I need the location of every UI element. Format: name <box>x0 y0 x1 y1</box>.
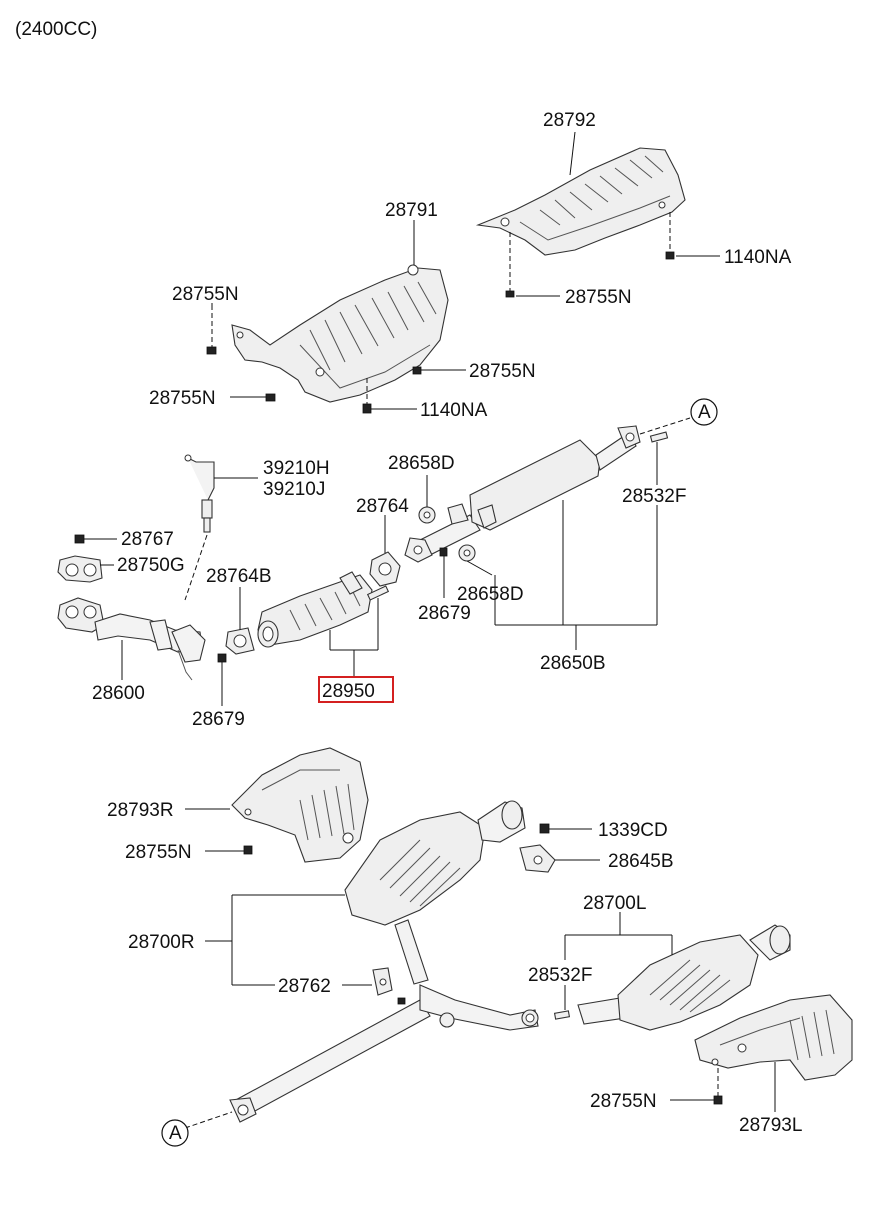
bolt-1339CD <box>539 823 550 834</box>
bolt-1140NA <box>665 251 675 260</box>
label-39210J[interactable]: 39210J <box>263 479 325 500</box>
label-28762[interactable]: 28762 <box>278 976 331 997</box>
label-28679[interactable]: 28679 <box>418 603 471 624</box>
label-28645B[interactable]: 28645B <box>608 851 674 872</box>
label-1140NA[interactable]: 1140NA <box>420 400 488 421</box>
nut-28679 <box>217 653 227 663</box>
rear-muffler-28700L[interactable] <box>577 924 791 1031</box>
engine-note: (2400CC) <box>15 19 98 40</box>
nut-28767 <box>74 534 85 544</box>
label-28792[interactable]: 28792 <box>543 110 596 131</box>
nut-28755N <box>265 393 276 402</box>
rear-pipe-assembly[interactable] <box>229 984 539 1123</box>
gasket-28764B[interactable] <box>225 627 255 655</box>
label-28755N[interactable]: 28755N <box>565 287 632 308</box>
oxygen-sensor-39210[interactable] <box>184 454 215 533</box>
label-1140NA[interactable]: 1140NA <box>724 247 792 268</box>
label-28755N[interactable]: 28755N <box>149 388 216 409</box>
label-28532F[interactable]: 28532F <box>528 965 592 986</box>
label-28700R[interactable]: 28700R <box>128 932 195 953</box>
label-28755N[interactable]: 28755N <box>125 842 192 863</box>
nut-28755N <box>206 346 217 355</box>
gasket-28764[interactable] <box>369 551 401 587</box>
label-28764[interactable]: 28764 <box>356 496 409 517</box>
label-28755N[interactable]: 28755N <box>172 284 239 305</box>
clamp-28532F[interactable] <box>553 1010 571 1020</box>
label-39210H[interactable]: 39210H <box>263 458 330 479</box>
nut-28755N <box>412 366 422 375</box>
label-28767[interactable]: 28767 <box>121 529 174 550</box>
front-pipe-28600[interactable] <box>57 597 206 681</box>
hanger-28762[interactable] <box>372 967 393 996</box>
label-28950[interactable]: 28950 <box>322 681 375 702</box>
label-28658D[interactable]: 28658D <box>388 453 455 474</box>
reference-marker-A-bottom <box>161 1119 189 1147</box>
label-28793R[interactable]: 28793R <box>107 800 174 821</box>
label-28532F[interactable]: 28532F <box>622 486 686 507</box>
label-28755N[interactable]: 28755N <box>469 361 536 382</box>
highlight-box-28950 <box>318 676 394 703</box>
catalytic-converter-28950[interactable] <box>257 571 390 648</box>
clamp-28532F[interactable] <box>649 431 669 443</box>
hanger-28658D-top[interactable] <box>418 506 436 524</box>
nut-28679-lower <box>397 997 406 1005</box>
label-28658D[interactable]: 28658D <box>457 584 524 605</box>
heat-protector-28793L[interactable] <box>694 994 853 1081</box>
label-28650B[interactable]: 28650B <box>540 653 606 674</box>
nut-28755N <box>243 845 253 855</box>
nut-28755N <box>713 1095 723 1105</box>
label-1339CD[interactable]: 1339CD <box>598 820 668 841</box>
heat-protector-28793R[interactable] <box>231 747 369 863</box>
center-pipe-28650B[interactable] <box>404 425 641 563</box>
label-28600[interactable]: 28600 <box>92 683 145 704</box>
label-28755N[interactable]: 28755N <box>590 1091 657 1112</box>
nut-28755N <box>505 290 515 298</box>
hanger-28658D-bottom[interactable] <box>458 544 476 562</box>
rear-muffler-28700R[interactable] <box>344 800 526 985</box>
heat-protector-28792[interactable] <box>475 147 686 256</box>
label-A-bottom: A <box>169 1123 182 1144</box>
label-28793L[interactable]: 28793L <box>739 1115 802 1136</box>
label-A-top: A <box>698 402 711 423</box>
label-28791[interactable]: 28791 <box>385 200 438 221</box>
leader-lines <box>84 131 776 1112</box>
hanger-28645B[interactable] <box>519 844 556 873</box>
label-28750G[interactable]: 28750G <box>117 555 185 576</box>
gasket-28750G[interactable] <box>57 555 103 583</box>
label-28764B[interactable]: 28764B <box>206 566 272 587</box>
label-28679[interactable]: 28679 <box>192 709 245 730</box>
heat-protector-28791[interactable] <box>231 264 449 403</box>
reference-marker-A-top <box>690 398 718 426</box>
label-28700L[interactable]: 28700L <box>583 893 646 914</box>
bolt-1140NA <box>362 403 372 414</box>
nut-28679 <box>439 547 448 557</box>
